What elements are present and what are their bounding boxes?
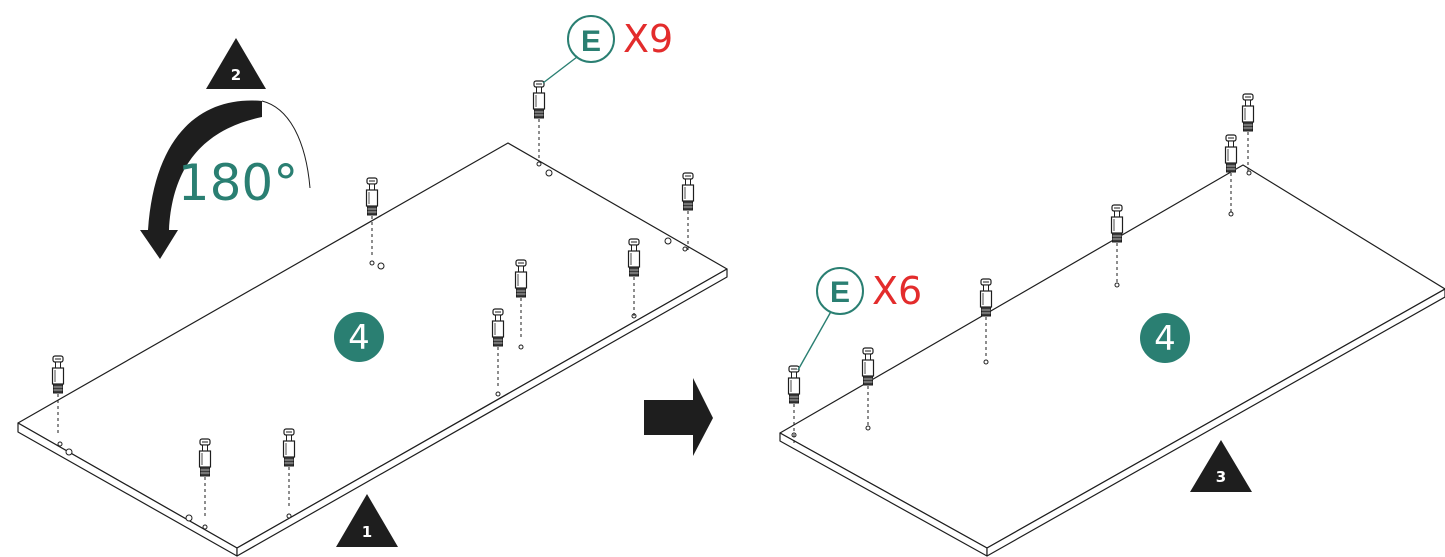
marker-triangle-1: 1 <box>336 494 398 547</box>
marker-triangle-2: 2 <box>206 38 266 89</box>
left-part-number: 4 <box>348 318 370 358</box>
marker-triangle-3: 3 <box>1190 440 1252 492</box>
curved-arrow-icon <box>140 100 311 259</box>
left-callout-letter: E <box>581 25 601 58</box>
cam-bolt-icon <box>532 80 546 160</box>
right-callout-letter: E <box>830 276 850 309</box>
left-callout: E X9 <box>542 15 673 84</box>
left-callout-count: X9 <box>623 17 673 61</box>
right-part-number: 4 <box>1154 319 1176 359</box>
rotation-angle-label: 180° <box>178 154 298 212</box>
right-arrow-icon <box>644 378 713 456</box>
cam-bolt-icon <box>681 172 695 252</box>
marker-1-label: 1 <box>362 523 372 541</box>
left-board-holes <box>57 161 688 530</box>
left-part-number-badge: 4 <box>334 312 384 362</box>
cam-bolt-icon <box>1241 93 1255 173</box>
right-board <box>779 164 1445 557</box>
right-callout: E X6 <box>797 267 922 371</box>
marker-3-label: 3 <box>1216 468 1226 486</box>
right-part-number-badge: 4 <box>1140 313 1190 363</box>
marker-2-label: 2 <box>231 66 241 84</box>
right-callout-count: X6 <box>872 269 922 313</box>
